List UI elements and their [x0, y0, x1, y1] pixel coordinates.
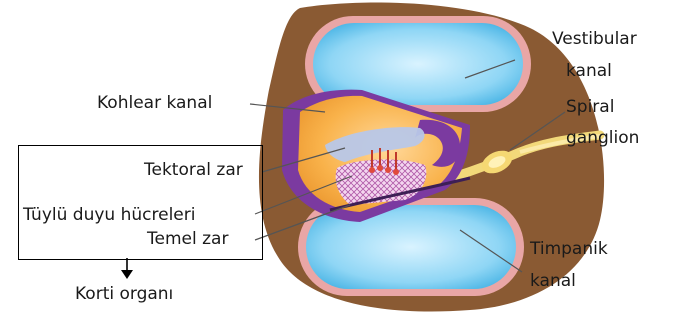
- korti-arrow-icon: [120, 258, 134, 280]
- label-vestibular-line1: Vestibular: [552, 29, 637, 49]
- label-temel-zar: Temel zar: [147, 229, 228, 249]
- label-tektoral-zar: Tektoral zar: [144, 160, 243, 180]
- label-spiral-line1: Spiral: [566, 97, 614, 117]
- label-vestibular-line2: kanal: [566, 61, 612, 81]
- label-tuylu-duyu-hucreleri: Tüylü duyu hücreleri: [23, 205, 195, 225]
- label-spiral-line2: ganglion: [566, 128, 639, 148]
- label-timpanik-line1: Timpanik: [530, 239, 608, 259]
- label-timpanik-line2: kanal: [530, 271, 576, 291]
- label-kohlear-kanal: Kohlear kanal: [97, 93, 212, 113]
- label-korti-organi: Korti organı: [75, 284, 173, 304]
